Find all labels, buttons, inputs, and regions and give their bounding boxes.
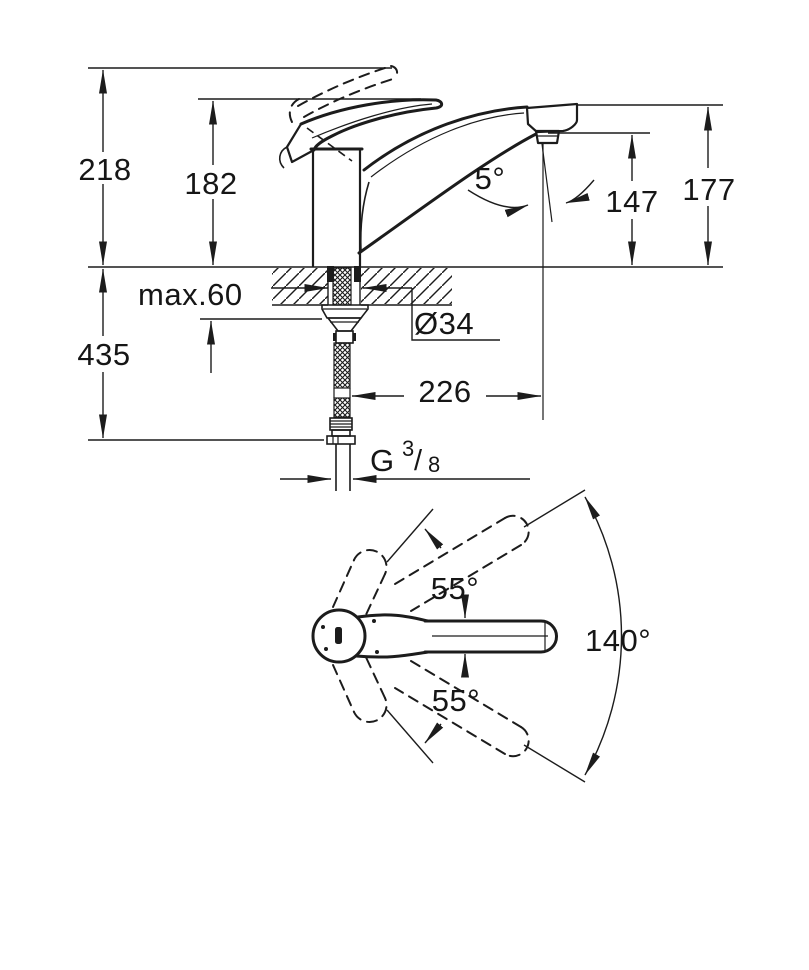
- mounting-hardware: [321, 267, 369, 491]
- angle-dimensions: [386, 489, 623, 783]
- thread-denominator: 8: [428, 452, 441, 477]
- thread-size-label: G 3 / 8: [370, 436, 441, 478]
- side-view: 218 182 5° 147 177 max.60 Ø34 435 226 G …: [77, 65, 735, 491]
- angle-140-label: 140°: [585, 623, 651, 658]
- faucet-side-outline: [278, 65, 579, 268]
- dim-max60-label: max.60: [138, 277, 243, 312]
- dim-dia34-label: Ø34: [414, 306, 474, 341]
- handle-raised-dashed: [288, 65, 399, 123]
- top-view: 55° 55° 140°: [311, 489, 651, 783]
- dim-435-label: 435: [77, 337, 130, 372]
- thread-slash: /: [414, 445, 423, 477]
- dim-5deg-label: 5°: [475, 161, 506, 196]
- angle-55-upper-label: 55°: [431, 571, 479, 606]
- top-view-solid-handle: [311, 608, 558, 664]
- counter-slab: [272, 266, 452, 306]
- spout-rotated-dashed: [394, 514, 530, 758]
- dim-226-label: 226: [418, 374, 471, 409]
- dim-218-label: 218: [78, 152, 131, 187]
- thread-g: G: [370, 443, 395, 478]
- extension-lines: [88, 67, 723, 441]
- stream-centerlines: [541, 143, 553, 420]
- dim-147-label: 147: [605, 184, 658, 219]
- lever-rotated-dashed: [332, 549, 388, 723]
- dim-177-label: 177: [682, 172, 735, 207]
- thread-numerator: 3: [402, 436, 415, 461]
- angle-55-lower-label: 55°: [432, 683, 480, 718]
- dim-182-label: 182: [184, 166, 237, 201]
